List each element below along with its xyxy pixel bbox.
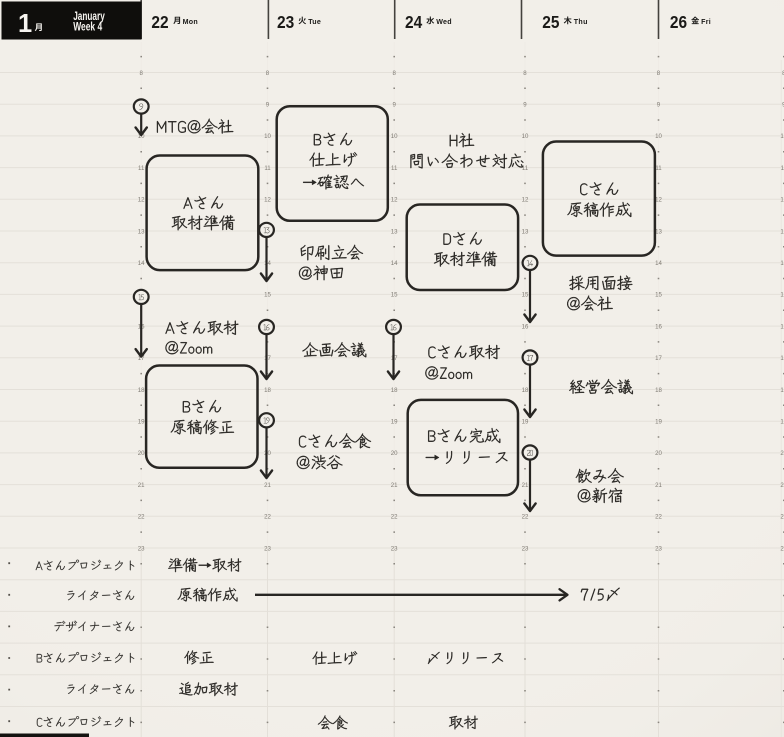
svg-text:January: January xyxy=(73,9,105,23)
svg-text:22: 22 xyxy=(780,514,784,521)
svg-text:12: 12 xyxy=(522,197,529,204)
svg-text:10: 10 xyxy=(391,133,398,140)
svg-text:18: 18 xyxy=(138,387,145,394)
svg-text:11: 11 xyxy=(655,165,662,172)
svg-text:14: 14 xyxy=(655,260,662,267)
svg-text:19: 19 xyxy=(391,419,398,426)
svg-text:14: 14 xyxy=(138,260,145,267)
svg-text:9: 9 xyxy=(523,102,527,109)
svg-text:10: 10 xyxy=(522,133,529,140)
svg-text:8: 8 xyxy=(782,70,784,77)
svg-text:15: 15 xyxy=(264,292,271,299)
svg-text:18: 18 xyxy=(655,387,662,394)
svg-text:12: 12 xyxy=(655,197,662,204)
svg-text:Fri: Fri xyxy=(701,18,711,26)
svg-text:21: 21 xyxy=(522,482,529,489)
svg-text:8: 8 xyxy=(393,70,397,77)
svg-text:19: 19 xyxy=(138,419,145,426)
svg-text:24: 24 xyxy=(405,12,422,32)
svg-text:10: 10 xyxy=(264,133,271,140)
svg-text:21: 21 xyxy=(264,482,271,489)
svg-text:15: 15 xyxy=(780,292,784,299)
svg-text:18: 18 xyxy=(522,387,529,394)
svg-text:9: 9 xyxy=(266,102,270,109)
svg-text:12: 12 xyxy=(391,197,398,204)
svg-text:8: 8 xyxy=(266,70,270,77)
svg-text:12: 12 xyxy=(138,197,145,204)
svg-text:23: 23 xyxy=(391,545,398,552)
svg-text:22: 22 xyxy=(264,514,271,521)
svg-text:23: 23 xyxy=(277,12,294,32)
svg-text:10: 10 xyxy=(655,133,662,140)
svg-text:22: 22 xyxy=(138,514,145,521)
svg-text:23: 23 xyxy=(780,545,784,552)
svg-text:20: 20 xyxy=(138,450,145,457)
svg-text:23: 23 xyxy=(655,545,662,552)
svg-text:13: 13 xyxy=(138,228,145,235)
svg-text:18: 18 xyxy=(780,387,784,394)
svg-text:10: 10 xyxy=(138,133,145,140)
svg-text:20: 20 xyxy=(655,450,662,457)
svg-text:9: 9 xyxy=(393,102,397,109)
svg-text:10: 10 xyxy=(780,133,784,140)
svg-text:12: 12 xyxy=(264,197,271,204)
svg-text:13: 13 xyxy=(522,228,529,235)
svg-text:14: 14 xyxy=(780,260,784,267)
svg-text:16: 16 xyxy=(780,323,784,330)
svg-text:22: 22 xyxy=(151,12,168,32)
svg-text:23: 23 xyxy=(264,545,271,552)
svg-text:Thu: Thu xyxy=(574,18,588,26)
svg-text:21: 21 xyxy=(138,482,145,489)
svg-text:15: 15 xyxy=(655,292,662,299)
svg-text:13: 13 xyxy=(780,228,784,235)
svg-text:Tue: Tue xyxy=(308,18,321,26)
svg-text:15: 15 xyxy=(391,292,398,299)
svg-text:26: 26 xyxy=(670,12,687,32)
svg-text:21: 21 xyxy=(780,482,784,489)
svg-text:19: 19 xyxy=(655,419,662,426)
svg-text:Week 4: Week 4 xyxy=(73,20,102,34)
svg-text:16: 16 xyxy=(522,323,529,330)
svg-text:17: 17 xyxy=(655,355,662,362)
svg-text:19: 19 xyxy=(780,419,784,426)
svg-text:19: 19 xyxy=(522,419,529,426)
svg-text:17: 17 xyxy=(780,355,784,362)
svg-text:9: 9 xyxy=(657,102,661,109)
svg-text:8: 8 xyxy=(523,70,527,77)
svg-text:9: 9 xyxy=(782,102,784,109)
svg-text:17: 17 xyxy=(138,355,145,362)
svg-text:20: 20 xyxy=(391,450,398,457)
svg-text:8: 8 xyxy=(140,70,144,77)
svg-text:21: 21 xyxy=(391,482,398,489)
svg-text:13: 13 xyxy=(655,228,662,235)
svg-text:20: 20 xyxy=(264,450,271,457)
svg-text:22: 22 xyxy=(391,514,398,521)
svg-text:16: 16 xyxy=(655,323,662,330)
svg-text:18: 18 xyxy=(264,387,271,394)
svg-text:14: 14 xyxy=(391,260,398,267)
svg-text:23: 23 xyxy=(522,545,529,552)
svg-text:22: 22 xyxy=(522,514,529,521)
svg-text:17: 17 xyxy=(264,355,271,362)
svg-text:22: 22 xyxy=(655,514,662,521)
svg-text:21: 21 xyxy=(655,482,662,489)
svg-text:8: 8 xyxy=(657,70,661,77)
svg-text:Mon: Mon xyxy=(183,18,198,26)
svg-text:Wed: Wed xyxy=(436,18,452,26)
svg-text:11: 11 xyxy=(264,165,271,172)
svg-text:1: 1 xyxy=(18,10,32,38)
svg-text:11: 11 xyxy=(391,165,398,172)
svg-text:20: 20 xyxy=(780,450,784,457)
svg-text:15: 15 xyxy=(522,292,529,299)
svg-text:25: 25 xyxy=(542,12,559,32)
svg-text:11: 11 xyxy=(138,165,145,172)
svg-text:12: 12 xyxy=(780,197,784,204)
svg-text:18: 18 xyxy=(391,387,398,394)
svg-text:11: 11 xyxy=(522,165,529,172)
svg-text:23: 23 xyxy=(138,545,145,552)
svg-text:13: 13 xyxy=(391,228,398,235)
svg-text:14: 14 xyxy=(264,260,271,267)
svg-text:11: 11 xyxy=(781,165,784,172)
